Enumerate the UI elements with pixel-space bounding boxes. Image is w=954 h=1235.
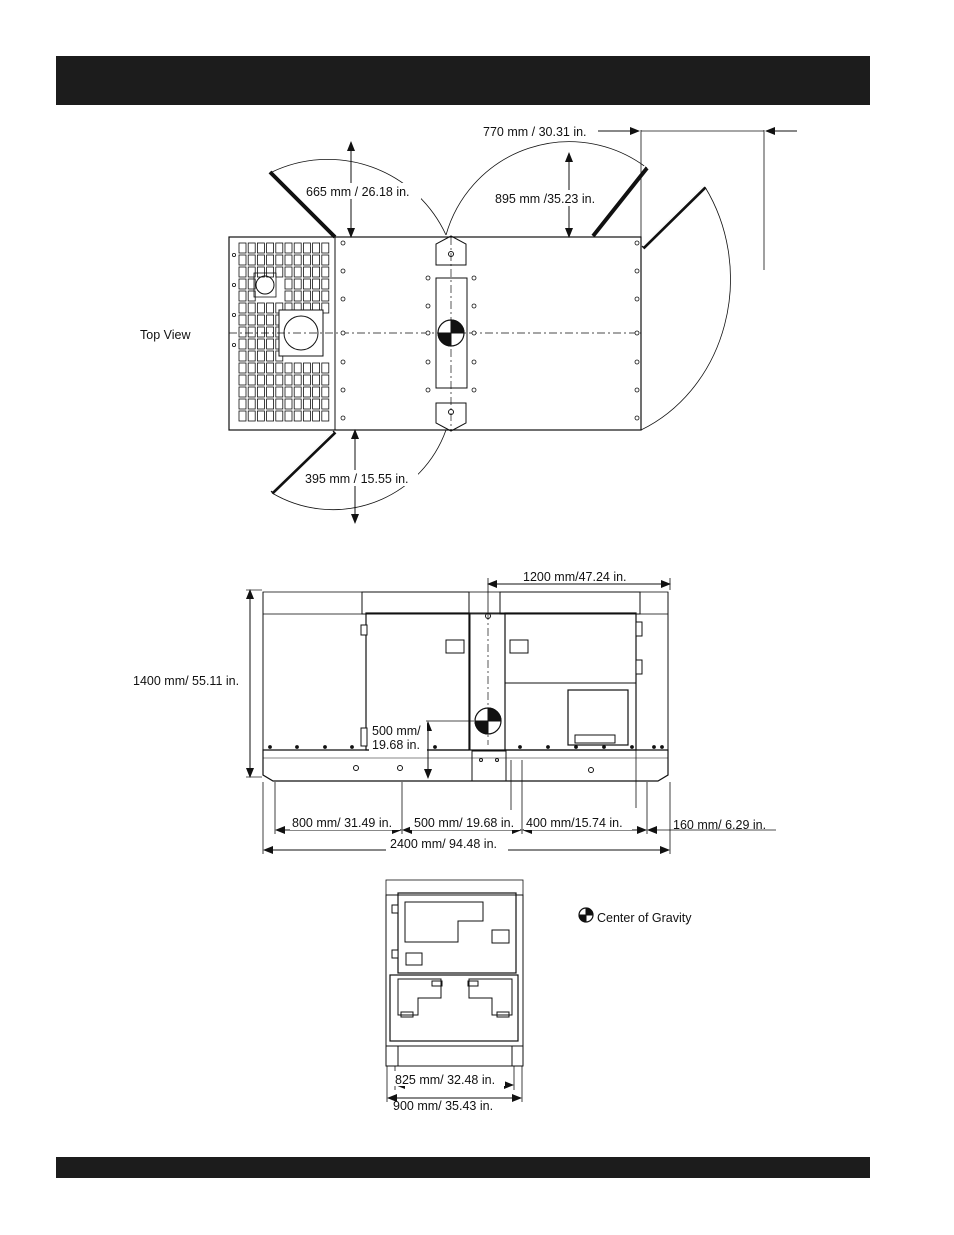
cg-height-dim-line1: 500 mm/	[372, 724, 421, 738]
center-of-gravity-icon	[475, 708, 501, 734]
door-left-bottom-dim: 395 mm / 15.55 in.	[305, 472, 409, 486]
door-left-top-dim: 665 mm / 26.18 in.	[306, 185, 410, 199]
dim-800: 800 mm/ 31.49 in.	[292, 816, 392, 830]
base-frame	[263, 750, 668, 781]
side-door-dim: 770 mm / 30.31 in.	[483, 125, 587, 139]
end-view	[386, 880, 523, 1102]
center-of-gravity-icon	[579, 908, 593, 922]
center-of-gravity-icon	[438, 320, 464, 346]
cg-height-dim-line2: 19.68 in.	[372, 738, 420, 752]
dim-160: 160 mm/ 6.29 in.	[673, 818, 766, 832]
dim-400: 400 mm/15.74 in.	[526, 816, 623, 830]
side-view	[246, 578, 776, 854]
overall-width-dim: 900 mm/ 35.43 in.	[393, 1099, 493, 1113]
right-door	[505, 613, 636, 750]
fill-cap	[256, 276, 274, 294]
legend-cg-label: Center of Gravity	[597, 911, 692, 925]
inner-width-dim: 825 mm/ 32.48 in.	[395, 1073, 495, 1087]
top-view-label: Top View	[140, 328, 191, 342]
height-dim: 1400 mm/ 55.11 in.	[133, 674, 239, 688]
cg-right-dim: 1200 mm/47.24 in.	[523, 570, 627, 584]
dim-500: 500 mm/ 19.68 in.	[414, 816, 514, 830]
overall-length-dim: 2400 mm/ 94.48 in.	[390, 837, 497, 851]
door-right-top-dim: 895 mm /35.23 in.	[495, 192, 595, 206]
